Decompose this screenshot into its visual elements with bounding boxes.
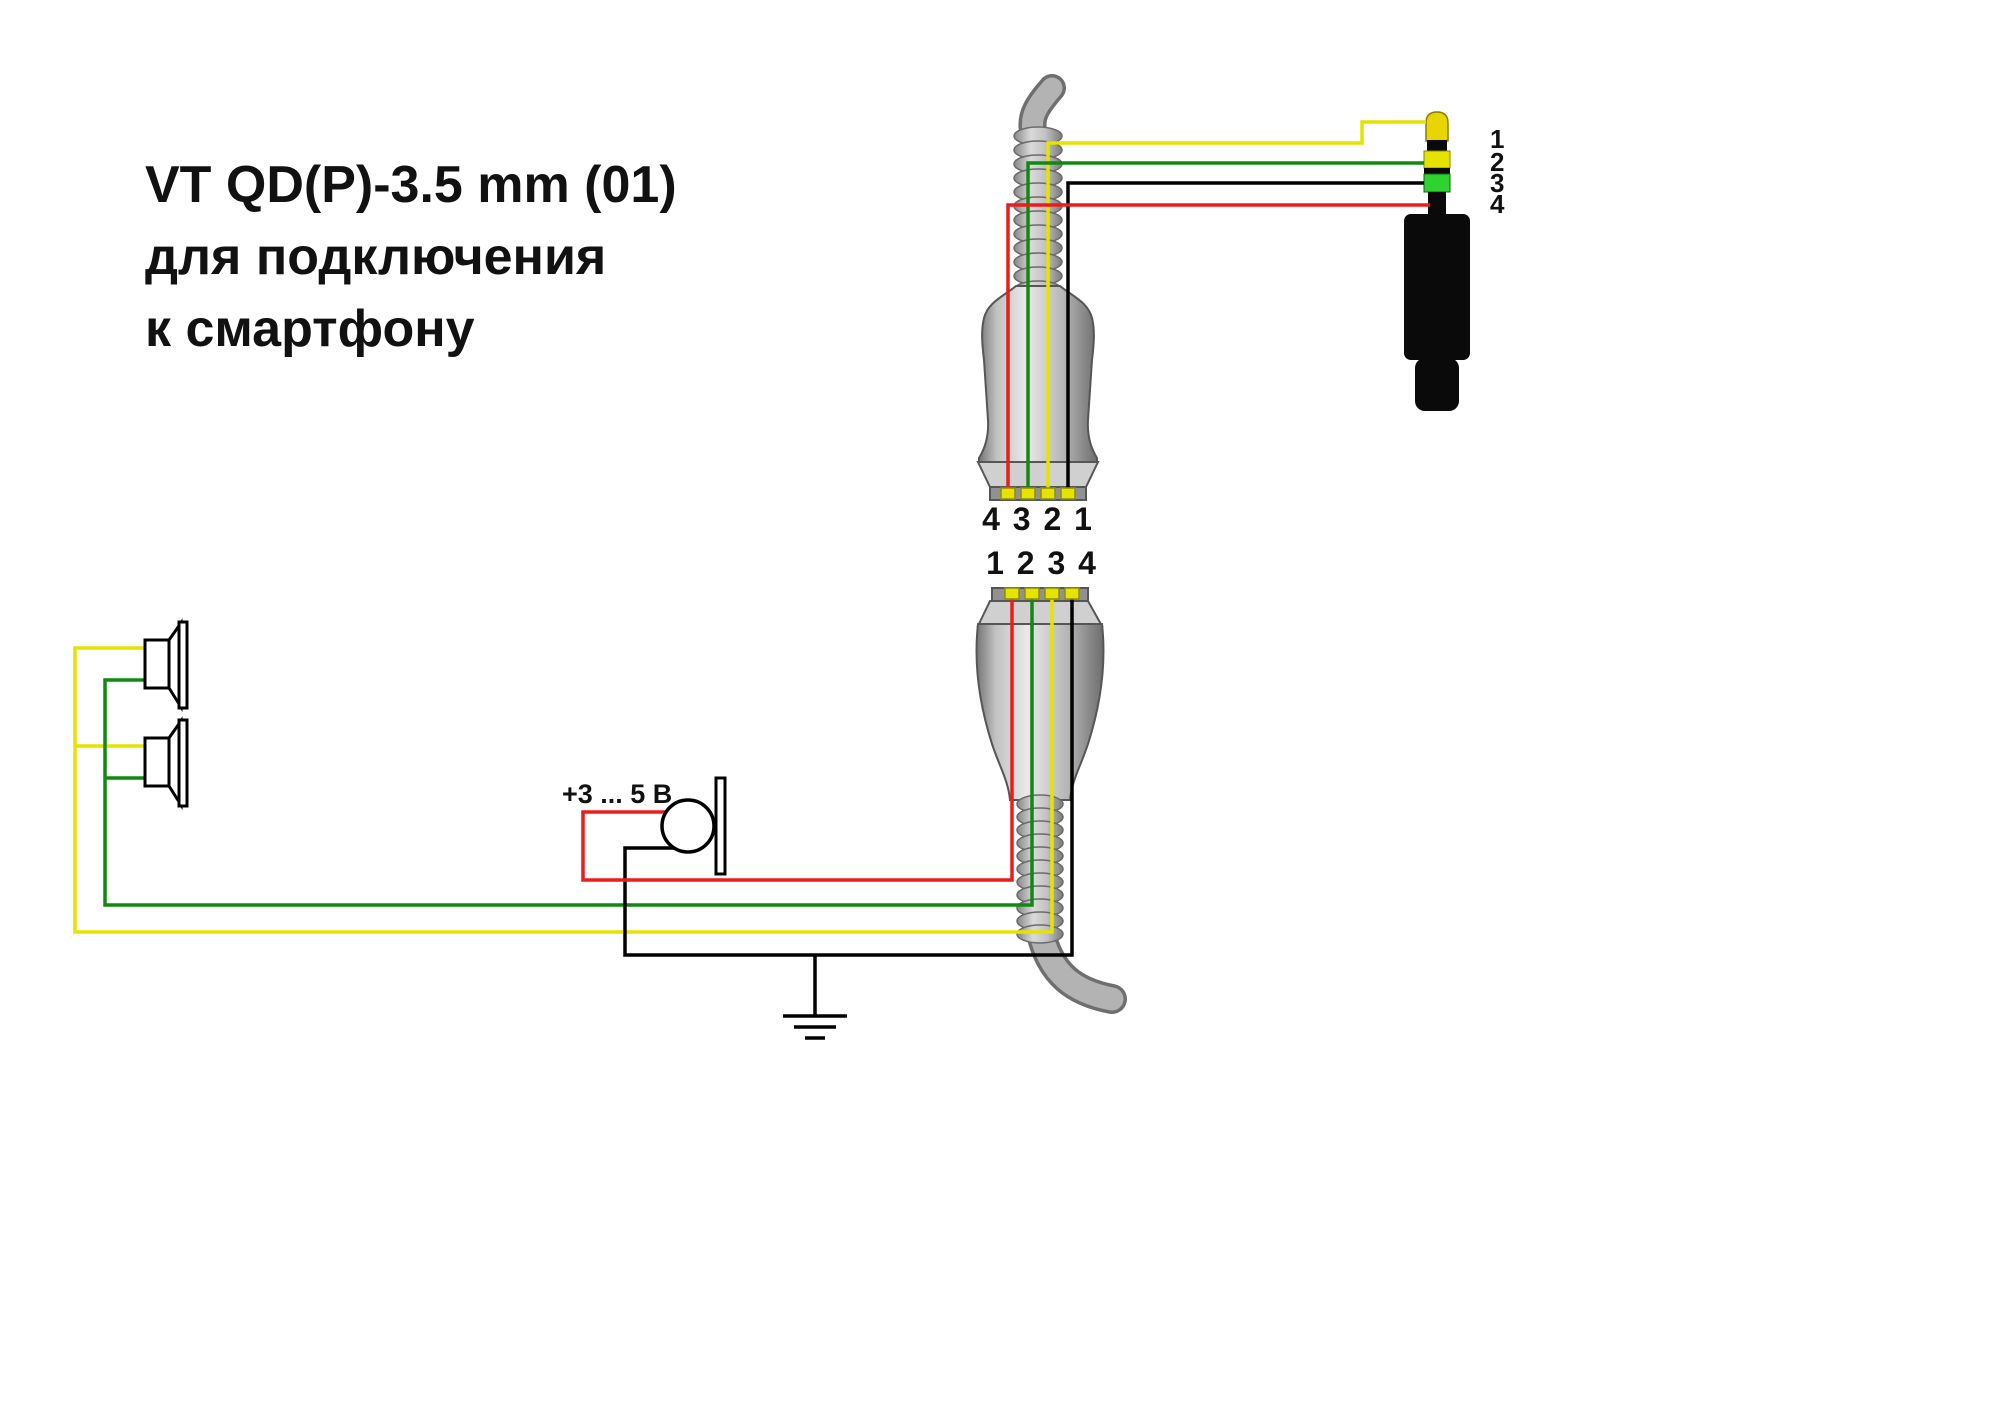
speaker-top-magnet xyxy=(143,638,171,690)
jack-neck-lower xyxy=(1428,192,1446,215)
qd-connector-top xyxy=(976,74,1100,501)
speaker-top xyxy=(143,618,189,713)
jack-neck-upper xyxy=(1427,140,1447,151)
jack-pin-label-3: 3 xyxy=(1490,168,1504,198)
wire-red-bottom xyxy=(581,594,1014,882)
wire-red-top xyxy=(1006,203,1430,494)
jack-pin-label-4: 4 xyxy=(1490,189,1505,219)
wires-red xyxy=(581,203,1430,882)
trs-jack-35mm: 1 2 3 4 xyxy=(1404,111,1505,411)
microphone: +3 ... 5 В xyxy=(562,776,727,876)
connector-step-top xyxy=(976,461,1100,488)
microphone-body xyxy=(660,798,716,854)
jack-contact-band-2 xyxy=(1423,150,1451,169)
speaker-top-flange xyxy=(177,620,189,710)
top-connector-pin-labels: 4 3 2 1 xyxy=(982,501,1094,537)
top-contact-3 xyxy=(1020,487,1036,500)
connector-body-top xyxy=(978,285,1098,463)
top-contact-2 xyxy=(1040,487,1056,500)
top-contact-4 xyxy=(1000,487,1016,500)
jack-pin-label-2: 2 xyxy=(1490,147,1504,177)
qd-contact-pads xyxy=(1000,487,1080,600)
jack-strain-relief xyxy=(1415,358,1459,411)
mic-voltage-label: +3 ... 5 В xyxy=(562,779,672,809)
jack-pin-label-1: 1 xyxy=(1490,124,1504,154)
wire-black-bottom xyxy=(623,594,1074,957)
wire-yellow-top xyxy=(1046,120,1426,494)
connector-step-bottom xyxy=(976,600,1104,627)
title-line-2: для подключения xyxy=(145,228,606,286)
strain-relief-ribs-bottom xyxy=(1016,794,1064,944)
strain-relief-ribs-top xyxy=(1013,126,1063,300)
wire-green-top xyxy=(1026,161,1424,494)
bottom-contact-3 xyxy=(1044,587,1060,600)
title-line-3: к смартфону xyxy=(145,300,475,358)
wire-green-bottom xyxy=(103,594,1034,907)
wires-yellow xyxy=(73,120,1426,934)
jack-tip xyxy=(1425,111,1449,142)
title-line-1: VT QD(P)-3.5 mm (01) xyxy=(145,156,677,214)
jack-separator-band xyxy=(1424,168,1450,174)
bottom-contact-2 xyxy=(1024,587,1040,600)
microphone-capsule-bar xyxy=(714,776,727,876)
speaker-bottom-flange xyxy=(177,718,189,808)
ground-symbol xyxy=(783,1014,847,1040)
bottom-connector-pin-labels: 1 2 3 4 xyxy=(986,545,1098,581)
connector-body-bottom xyxy=(975,623,1105,801)
top-contact-1 xyxy=(1060,487,1076,500)
bottom-contact-4 xyxy=(1064,587,1080,600)
wires-green xyxy=(103,161,1424,907)
jack-body xyxy=(1404,214,1470,360)
wires-black xyxy=(623,181,1424,1040)
bottom-contact-1 xyxy=(1004,587,1020,600)
speaker-bottom xyxy=(143,716,189,811)
speaker-bottom-magnet xyxy=(143,736,171,788)
jack-contact-band-3 xyxy=(1423,173,1451,193)
diagram-title: VT QD(P)-3.5 mm (01) для подключения к с… xyxy=(145,156,677,358)
wire-yellow-bottom xyxy=(73,594,1054,934)
wire-black-top xyxy=(1066,181,1424,494)
qd-connector-bottom xyxy=(975,587,1127,1014)
